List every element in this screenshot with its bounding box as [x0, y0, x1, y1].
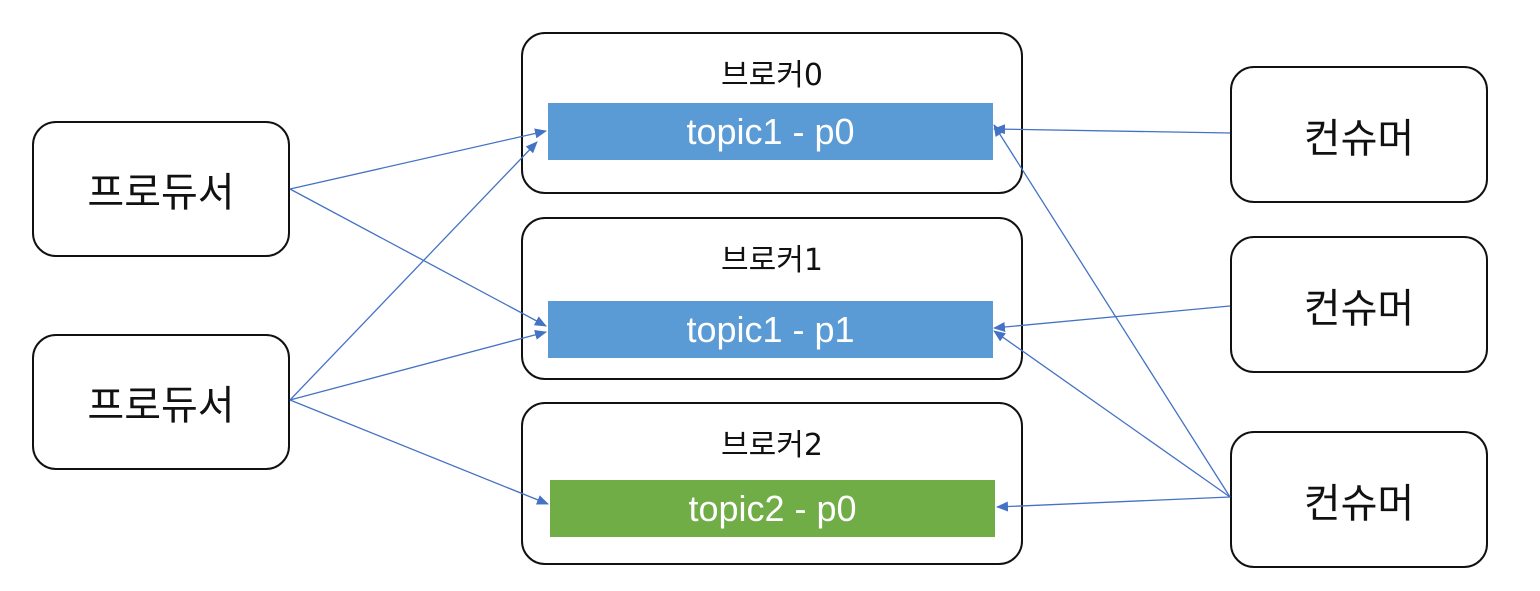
consumer-node-2: 컨슈머 [1230, 431, 1488, 568]
producer-label: 프로듀서 [87, 383, 235, 429]
arrow-consumer-2-to-partition-2 [996, 496, 1231, 512]
producer-label: 프로듀서 [87, 170, 235, 216]
arrow-producer-0-to-partition-0 [289, 128, 547, 190]
arrow-consumer-1-to-partition-1 [993, 305, 1231, 332]
consumer-label: 컨슈머 [1303, 480, 1415, 527]
arrow-producer-1-to-partition-1 [289, 329, 547, 401]
partition-label: topic1 - p1 [686, 308, 855, 350]
consumer-label: 컨슈머 [1303, 285, 1415, 332]
arrow-consumer-0-to-partition-0 [993, 124, 1231, 135]
partition-label: topic2 - p0 [688, 487, 857, 529]
partition-label: topic1 - p0 [686, 110, 855, 152]
broker-label: 브로커1 [721, 243, 823, 278]
broker-node-2: 브로커2 topic2 - p0 [521, 402, 1023, 565]
producer-node-0: 프로듀서 [32, 121, 290, 257]
partition-2: topic2 - p0 [550, 480, 995, 537]
broker-node-0: 브로커0 topic1 - p0 [521, 32, 1023, 194]
arrow-producer-1-to-partition-0 [289, 141, 538, 401]
broker-label: 브로커2 [721, 428, 823, 463]
producer-node-1: 프로듀서 [32, 334, 290, 470]
arrow-producer-1-to-partition-2 [289, 399, 549, 505]
consumer-node-0: 컨슈머 [1230, 66, 1488, 203]
broker-node-1: 브로커1 topic1 - p1 [521, 217, 1023, 380]
arrow-consumer-2-to-partition-1 [993, 330, 1231, 498]
arrow-producer-0-to-partition-1 [289, 188, 547, 327]
consumer-node-1: 컨슈머 [1230, 236, 1488, 373]
arrow-consumer-2-to-partition-0 [993, 124, 1231, 498]
consumer-label: 컨슈머 [1303, 115, 1415, 162]
broker-label: 브로커0 [721, 58, 823, 93]
partition-0: topic1 - p0 [548, 103, 993, 160]
partition-1: topic1 - p1 [548, 301, 993, 358]
